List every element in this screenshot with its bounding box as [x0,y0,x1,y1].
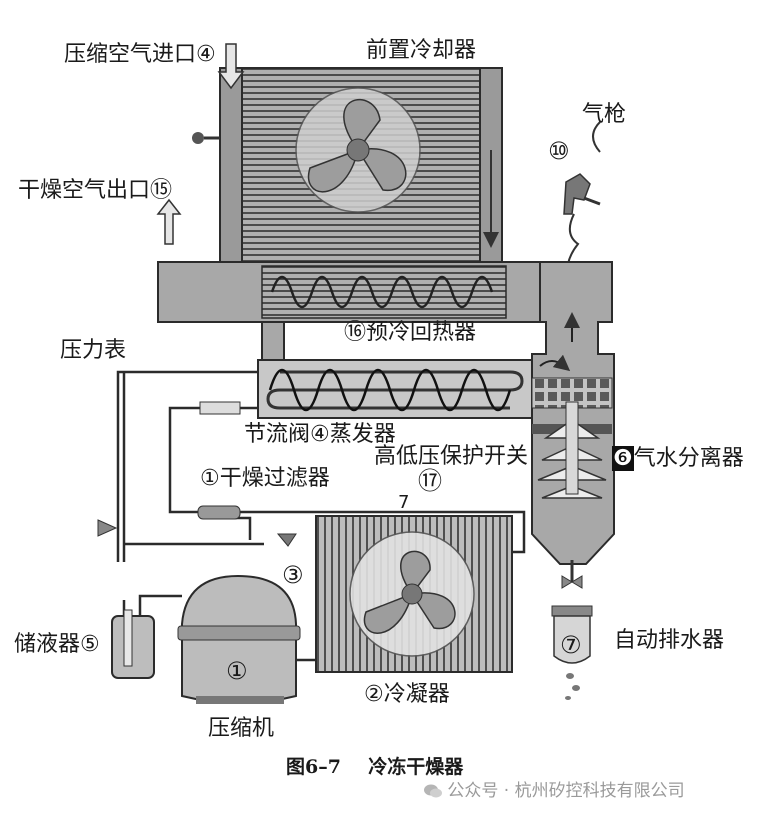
compressor [177,574,301,704]
pre-cooler-fan [295,87,421,213]
compressor-number: ① [226,657,248,685]
condenser-label: ②冷凝器 [364,682,450,707]
gas-water-separator [531,261,615,565]
separator-label-group: ❻气水分离器 [612,446,744,471]
air-gun-number: ⑩ [548,137,570,165]
compressor-label: 压缩机 [208,716,275,741]
watermark-text: 公众号 · 杭州矽控科技有限公司 [447,781,685,801]
auto-drain [551,560,593,700]
dry-air-outlet-arrow [156,198,182,245]
condenser [315,515,513,673]
dry-air-outlet-label: 干燥空气出口⑮ [18,178,173,203]
watermark: 公众号 · 杭州矽控科技有限公司 [424,780,685,802]
compressed-air-inlet-label: 压缩空气进口④ [64,42,216,67]
pre-cool-reheater [157,261,613,323]
dry-filter [197,505,241,520]
air-gun [563,121,601,265]
figure-number: 图6–7 [286,756,341,778]
dry-filter-label: ①干燥过滤器 [200,466,330,491]
auto-drain-number: ⑦ [560,631,582,659]
pre-cooler-label: 前置冷却器 [366,38,477,63]
evaporator [257,359,539,419]
figure-caption: 图6–7 冷冻干燥器 [286,756,463,778]
pipe-7-label: 7 [398,492,410,513]
pressure-gauge-label: 压力表 [60,338,127,363]
hl-pressure-switch-label: 高低压保护开关 [374,444,529,469]
separator-number: ❻ [612,446,634,471]
liquid-receiver [111,609,155,679]
receiver-label: 储液器⑤ [14,632,100,657]
hl-pressure-switch-number: ⑰ [418,467,442,495]
throttle-valve [199,401,241,415]
pre-cool-reheater-label: ⑯预冷回热器 [344,320,477,345]
number-3-label: ③ [282,561,304,589]
wechat-icon [424,782,442,798]
separator-label: 气水分离器 [633,446,744,471]
air-gun-label: 气枪 [582,102,627,127]
figure-title: 冷冻干燥器 [368,756,464,778]
auto-drain-label: 自动排水器 [614,628,725,653]
throttle-evaporator-label: 节流阀④蒸发器 [244,422,396,447]
